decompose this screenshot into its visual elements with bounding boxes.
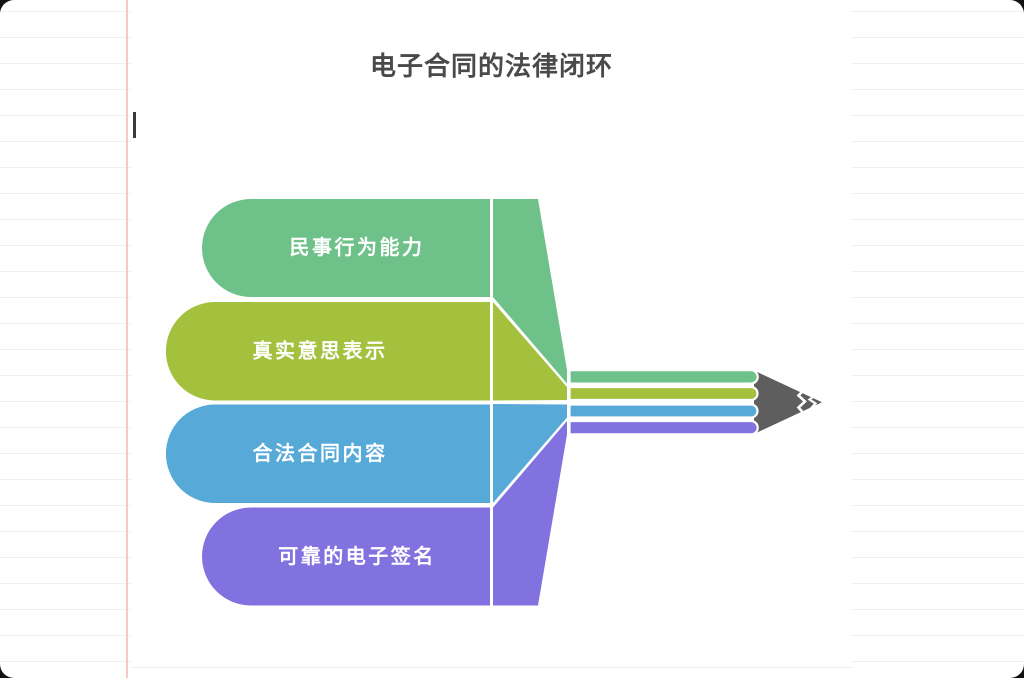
banner-item-true-intent[interactable]: 真实意思表示	[165, 302, 759, 402]
banner-label[interactable]: 真实意思表示	[253, 339, 388, 363]
banner-taper-shape[interactable]	[493, 302, 567, 401]
pencil-tip[interactable]	[754, 370, 822, 435]
banner-stadium-shape[interactable]	[202, 507, 490, 606]
banner-taper-shape[interactable]	[493, 421, 567, 606]
banner-taper-shape[interactable]	[493, 199, 567, 384]
banner-label[interactable]: 民事行为能力	[290, 235, 425, 259]
banner-item-legal-content[interactable]: 合法合同内容	[165, 403, 759, 504]
banner-label[interactable]: 合法合同内容	[253, 441, 388, 465]
pencil-tip-cone[interactable]	[754, 370, 822, 435]
pencil-tip-zigzag-break	[796, 387, 807, 417]
banner-stadium-shape[interactable]	[165, 404, 490, 504]
paper-margin-line	[126, 0, 128, 678]
pencil-body-strip[interactable]	[568, 419, 759, 436]
pencil-lead-zigzag-break	[807, 393, 818, 411]
banner-item-civil-capacity[interactable]: 民事行为能力	[202, 199, 759, 385]
text-cursor-caret	[133, 112, 136, 138]
banner-stadium-shape[interactable]	[165, 302, 490, 401]
pencil-body-strip[interactable]	[568, 369, 759, 385]
diagram-title[interactable]: 电子合同的法律闭环	[369, 51, 613, 81]
banner-taper-shape[interactable]	[493, 404, 567, 503]
pencil-body-strip[interactable]	[568, 403, 759, 419]
pencil-body-strip[interactable]	[568, 385, 759, 402]
banner-item-reliable-signature[interactable]: 可靠的电子签名	[202, 419, 759, 606]
banner-stadium-shape[interactable]	[202, 199, 490, 297]
banner-label[interactable]: 可靠的电子签名	[278, 544, 436, 568]
